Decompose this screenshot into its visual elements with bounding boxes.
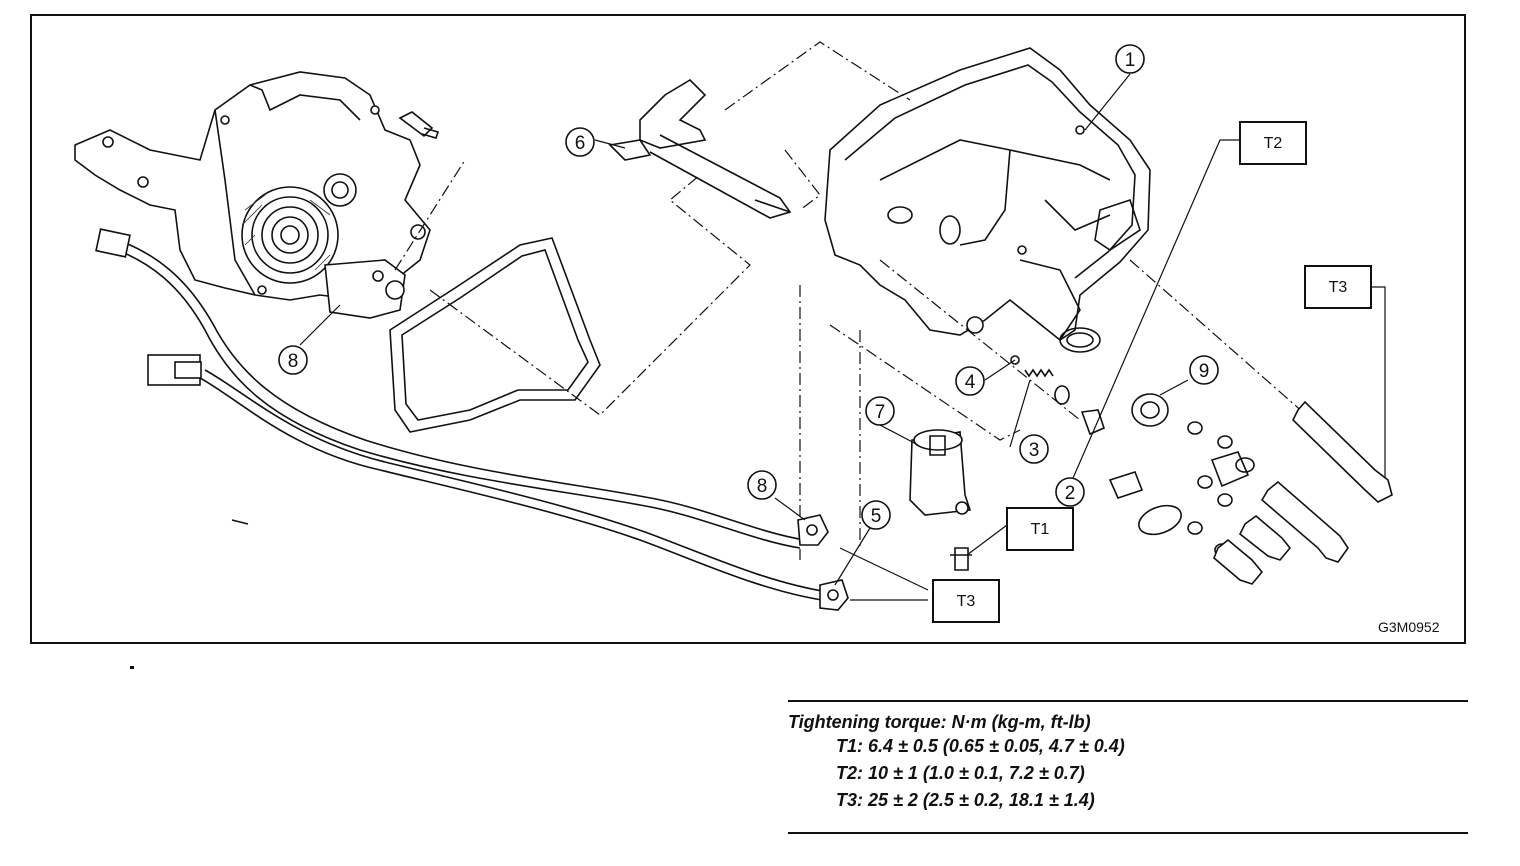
callout-8-lower: 8 (747, 470, 777, 500)
callout-3: 3 (1019, 434, 1049, 464)
legend-row-t3: T3: 25 ± 2 (2.5 ± 0.2, 18.1 ± 1.4) (836, 790, 1095, 810)
legend-rule-bottom (788, 832, 1468, 834)
alignment-lines (394, 41, 1381, 560)
torque-box-t2: T2 (1239, 121, 1307, 165)
svg-text:7: 7 (875, 402, 886, 423)
detent-plug (1080, 409, 1105, 436)
legend-rule-top (788, 700, 1468, 702)
svg-text:5: 5 (871, 506, 882, 527)
shift-lever-shaft (608, 78, 792, 219)
case-bolt (398, 111, 440, 139)
svg-text:8: 8 (288, 351, 299, 372)
diagram-frame (30, 14, 1466, 644)
detent-spring (1024, 368, 1070, 405)
leader-lines (299, 73, 1386, 601)
callout-9: 9 (1189, 355, 1219, 385)
sensor-5 (819, 579, 849, 611)
sensor-8-lower (797, 514, 829, 546)
callout-2: 2 (1055, 477, 1085, 507)
callout-4: 4 (955, 366, 985, 396)
svg-text:9: 9 (1199, 361, 1210, 382)
wire-harness (95, 228, 829, 601)
svg-text:3: 3 (1029, 440, 1040, 461)
svg-text:6: 6 (575, 133, 586, 154)
exploded-parts-diagram: 1 2 3 4 5 6 7 8 8 9 T2 T3 (74, 41, 1393, 623)
callout-6: 6 (565, 127, 595, 157)
svg-text:T1: T1 (1031, 521, 1050, 538)
torque-legend: Tightening torque: N·m (kg-m, ft-lb) T1:… (788, 700, 1468, 834)
svg-text:2: 2 (1065, 483, 1076, 504)
gasket (389, 237, 601, 433)
stray-mark (231, 519, 249, 525)
svg-text:T2: T2 (1264, 135, 1283, 152)
callout-8-upper: 8 (278, 345, 308, 375)
svg-text:1: 1 (1125, 50, 1136, 71)
legend-row-t2: T2: 10 ± 1 (1.0 ± 0.1, 7.2 ± 0.7) (836, 763, 1085, 783)
torque-box-t3-bottom: T3 (932, 579, 1000, 623)
torque-box-t3-top: T3 (1304, 265, 1372, 309)
bleeder-fitting (950, 547, 972, 571)
transmission-case (74, 71, 431, 301)
callout-5: 5 (861, 500, 891, 530)
legend-row-t1: T1: 6.4 ± 0.5 (0.65 ± 0.05, 4.7 ± 0.4) (836, 736, 1125, 756)
lower-hardware (1108, 400, 1393, 585)
speed-sensor-upper (324, 259, 406, 319)
figure-code: G3M0952 (1378, 619, 1440, 635)
callout-7: 7 (865, 396, 895, 426)
svg-text:T3: T3 (1329, 279, 1348, 296)
extension-housing (824, 47, 1151, 353)
legend-title: Tightening torque: N·m (kg-m, ft-lb) (788, 712, 1091, 732)
svg-text:T3: T3 (957, 593, 976, 610)
svg-text:8: 8 (757, 476, 768, 497)
sensor-housing (909, 429, 972, 516)
oil-seal (1131, 393, 1169, 427)
stray-dot (130, 666, 134, 669)
svg-text:4: 4 (965, 372, 976, 393)
callout-1: 1 (1115, 44, 1145, 74)
torque-box-t1: T1 (1006, 507, 1074, 551)
